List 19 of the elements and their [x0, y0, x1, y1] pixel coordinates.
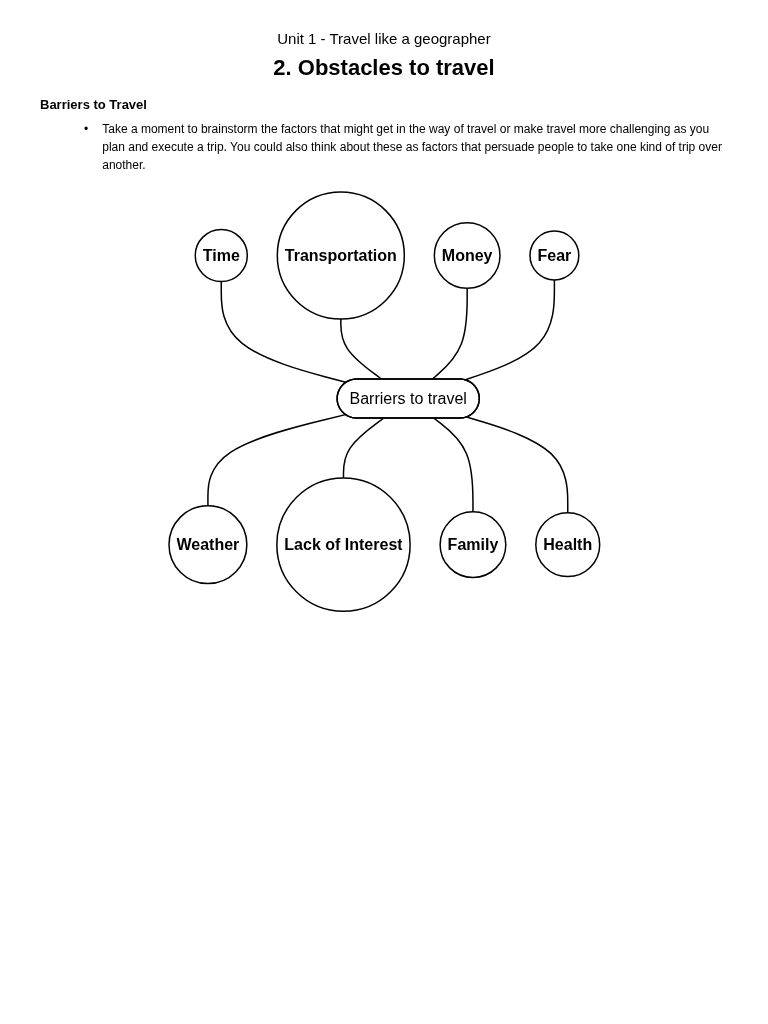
node-circle: Family	[439, 511, 507, 579]
node-circle: Health	[534, 511, 601, 578]
connector	[339, 318, 383, 381]
node-circle: Fear	[528, 230, 580, 281]
connector	[430, 287, 468, 381]
node-circle: Lack of Interest	[275, 477, 411, 613]
node-circle: Time	[194, 228, 248, 283]
connector	[433, 417, 474, 513]
bullet-mark: •	[84, 121, 89, 138]
section-heading: Barriers to Travel	[40, 97, 148, 112]
connector	[342, 417, 384, 479]
node-circle: Weather	[167, 505, 248, 585]
node-circle: Transportation	[276, 191, 405, 320]
connector	[206, 413, 346, 507]
node-circle: Money	[433, 221, 501, 290]
unit-heading: Unit 1 - Travel like a geographer	[276, 30, 492, 47]
worksheet-title: 2. Obstacles to travel	[272, 55, 496, 81]
connector	[466, 416, 569, 514]
instruction-text: Take a moment to brainstorm the factors that might get in the way of travel or make travel more challenging as you plan and execute a trip. You could also think about these as factors that persuade people to take one kind of trip over another.	[102, 121, 723, 174]
